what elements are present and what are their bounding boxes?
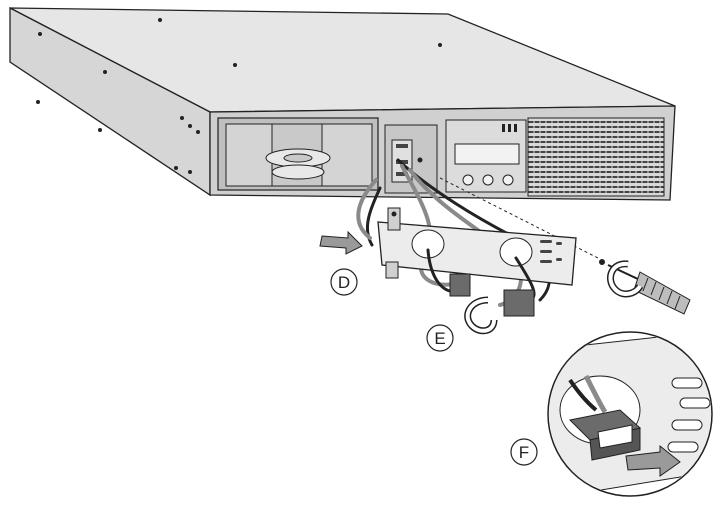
lcd-display bbox=[454, 143, 520, 165]
push-arrow-icon bbox=[319, 230, 363, 255]
cover-plate bbox=[377, 207, 577, 286]
svg-text:D: D bbox=[338, 273, 350, 292]
callout-d: D bbox=[330, 268, 358, 296]
connector-pair bbox=[449, 273, 535, 317]
magnifier-inset bbox=[547, 331, 713, 497]
control-panel bbox=[445, 119, 527, 193]
callout-e: E bbox=[426, 324, 454, 352]
battery-tray bbox=[217, 117, 379, 191]
svg-text:F: F bbox=[519, 443, 529, 462]
vent-grille bbox=[527, 117, 665, 197]
callout-f: F bbox=[510, 438, 538, 466]
svg-text:E: E bbox=[434, 329, 445, 348]
